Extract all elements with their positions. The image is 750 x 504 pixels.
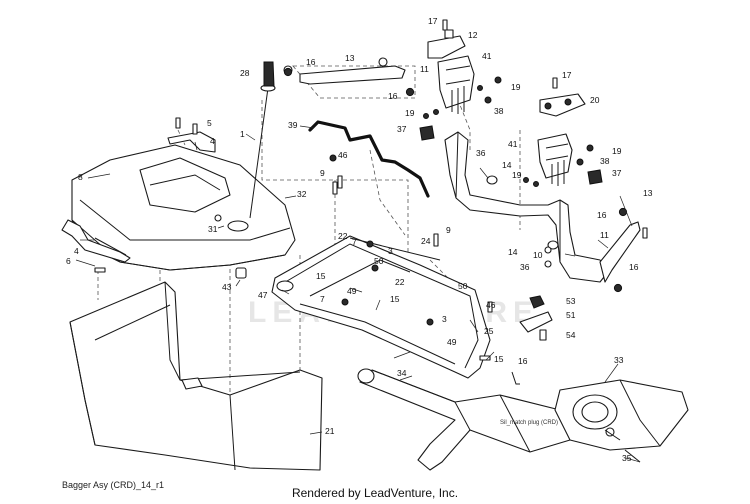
callout-10: 10	[533, 250, 543, 260]
callout-22-right: 22	[395, 277, 405, 287]
callout-16-right: 16	[597, 210, 607, 220]
callout-50-right: 50	[458, 281, 468, 291]
callout-13-right: 13	[643, 188, 653, 198]
callout-14-upper: 14	[502, 160, 512, 170]
callout-16-upper-left: 16	[306, 57, 316, 67]
callout-20: 20	[590, 95, 600, 105]
fasteners	[94, 19, 648, 463]
callout-16-lower-right: 16	[629, 262, 639, 272]
leader-lines	[75, 125, 641, 463]
callout-34: 34	[397, 368, 407, 378]
callout-38-lower: 38	[600, 156, 610, 166]
callout-13-upper: 13	[345, 53, 355, 63]
callout-49-lower: 49	[447, 337, 457, 347]
callout-49-upper: 49	[347, 286, 357, 296]
callout-11-upper: 11	[420, 64, 429, 74]
part-41-block-lower	[537, 133, 573, 186]
callout-43: 43	[222, 282, 232, 292]
callout-51: 51	[566, 310, 576, 320]
callout-6: 6	[66, 256, 71, 266]
callout-19-d: 19	[512, 170, 522, 180]
nuts-16	[283, 67, 628, 293]
callout-7-lower: 7	[320, 294, 325, 304]
callout-53: 53	[566, 296, 576, 306]
callout-35: 35	[622, 453, 632, 463]
part-20-clip	[539, 93, 586, 117]
part-41-block-upper	[437, 55, 475, 114]
callout-46-lower: 46	[486, 300, 496, 310]
callout-19-c: 19	[612, 146, 622, 156]
part-37-pad-upper	[419, 125, 435, 141]
callout-22-left: 22	[338, 231, 348, 241]
callout-4-left: 4	[74, 246, 79, 256]
callout-46-upper: 46	[338, 150, 348, 160]
part-53-nut	[529, 295, 545, 309]
callout-16-upper-mid: 16	[388, 91, 398, 101]
callout-36-lower: 36	[520, 262, 530, 272]
callout-19-b: 19	[405, 108, 415, 118]
part-39-link-rod	[308, 120, 430, 198]
part-54-bolt	[539, 329, 547, 341]
diagram-caption: Bagger Asy (CRD)_14_r1	[62, 480, 165, 490]
callout-38-upper: 38	[494, 106, 504, 116]
plug-note: Sil_match plug (CRD)	[500, 420, 558, 426]
callout-15-mid: 15	[390, 294, 400, 304]
part-28-grip	[263, 61, 275, 87]
part-8-bagger-lid	[71, 144, 296, 271]
callout-numbers: 1 3 3 4 4 5 6 7 7 8 9 9 10 11 11 12 13 1…	[66, 16, 653, 463]
callout-11-right: 11	[600, 230, 609, 240]
callout-4-top: 4	[210, 136, 215, 146]
callout-37-upper: 37	[397, 124, 407, 134]
callout-47: 47	[258, 290, 268, 300]
part-10-frame	[444, 131, 609, 283]
callout-7-upper: 7	[352, 237, 357, 247]
part-24-rod	[349, 237, 441, 261]
part-11-side-strap	[599, 221, 641, 283]
callout-17-right: 17	[562, 70, 572, 80]
callout-8: 8	[78, 172, 83, 182]
callout-41-lower: 41	[508, 139, 518, 149]
part-37-pad-lower	[587, 169, 603, 185]
callout-24: 24	[421, 236, 431, 246]
callout-14-lower: 14	[508, 247, 518, 257]
callout-5: 5	[207, 118, 212, 128]
part-25-support-frame	[271, 235, 491, 379]
part-12-top-bracket	[427, 29, 466, 59]
part-43-spacer	[235, 267, 247, 279]
callout-1: 1	[240, 129, 245, 139]
part-4-handles	[61, 131, 216, 263]
callout-12: 12	[468, 30, 478, 40]
render-credit: Rendered by LeadVenture, Inc.	[291, 486, 459, 500]
part-21-bagger-bottom	[69, 281, 323, 471]
callout-16-chute: 16	[518, 356, 528, 366]
callout-32: 32	[297, 189, 307, 199]
callout-54: 54	[566, 330, 576, 340]
callout-41-upper: 41	[482, 51, 492, 61]
callout-15-right: 15	[494, 354, 504, 364]
callout-50-left: 50	[374, 256, 384, 266]
callout-33: 33	[614, 355, 624, 365]
part-34-chute-tube: Sil_match plug (CRD)	[357, 368, 571, 471]
callout-36-upper: 36	[476, 148, 486, 158]
callout-9-left: 9	[320, 168, 325, 178]
callout-17-top: 17	[428, 16, 438, 26]
callout-3-lower: 3	[442, 314, 447, 324]
callout-31: 31	[208, 224, 218, 234]
callout-37-lower: 37	[612, 168, 622, 178]
callout-39: 39	[288, 120, 298, 130]
part-51-latch	[519, 311, 553, 333]
callout-25: 25	[484, 326, 494, 336]
callout-21: 21	[325, 426, 335, 436]
callout-3-upper: 3	[388, 246, 393, 256]
callout-15-left: 15	[316, 271, 326, 281]
callout-19-a: 19	[511, 82, 521, 92]
callout-9-right: 9	[446, 225, 451, 235]
callout-28: 28	[240, 68, 250, 78]
part-33-adapter	[554, 379, 689, 451]
